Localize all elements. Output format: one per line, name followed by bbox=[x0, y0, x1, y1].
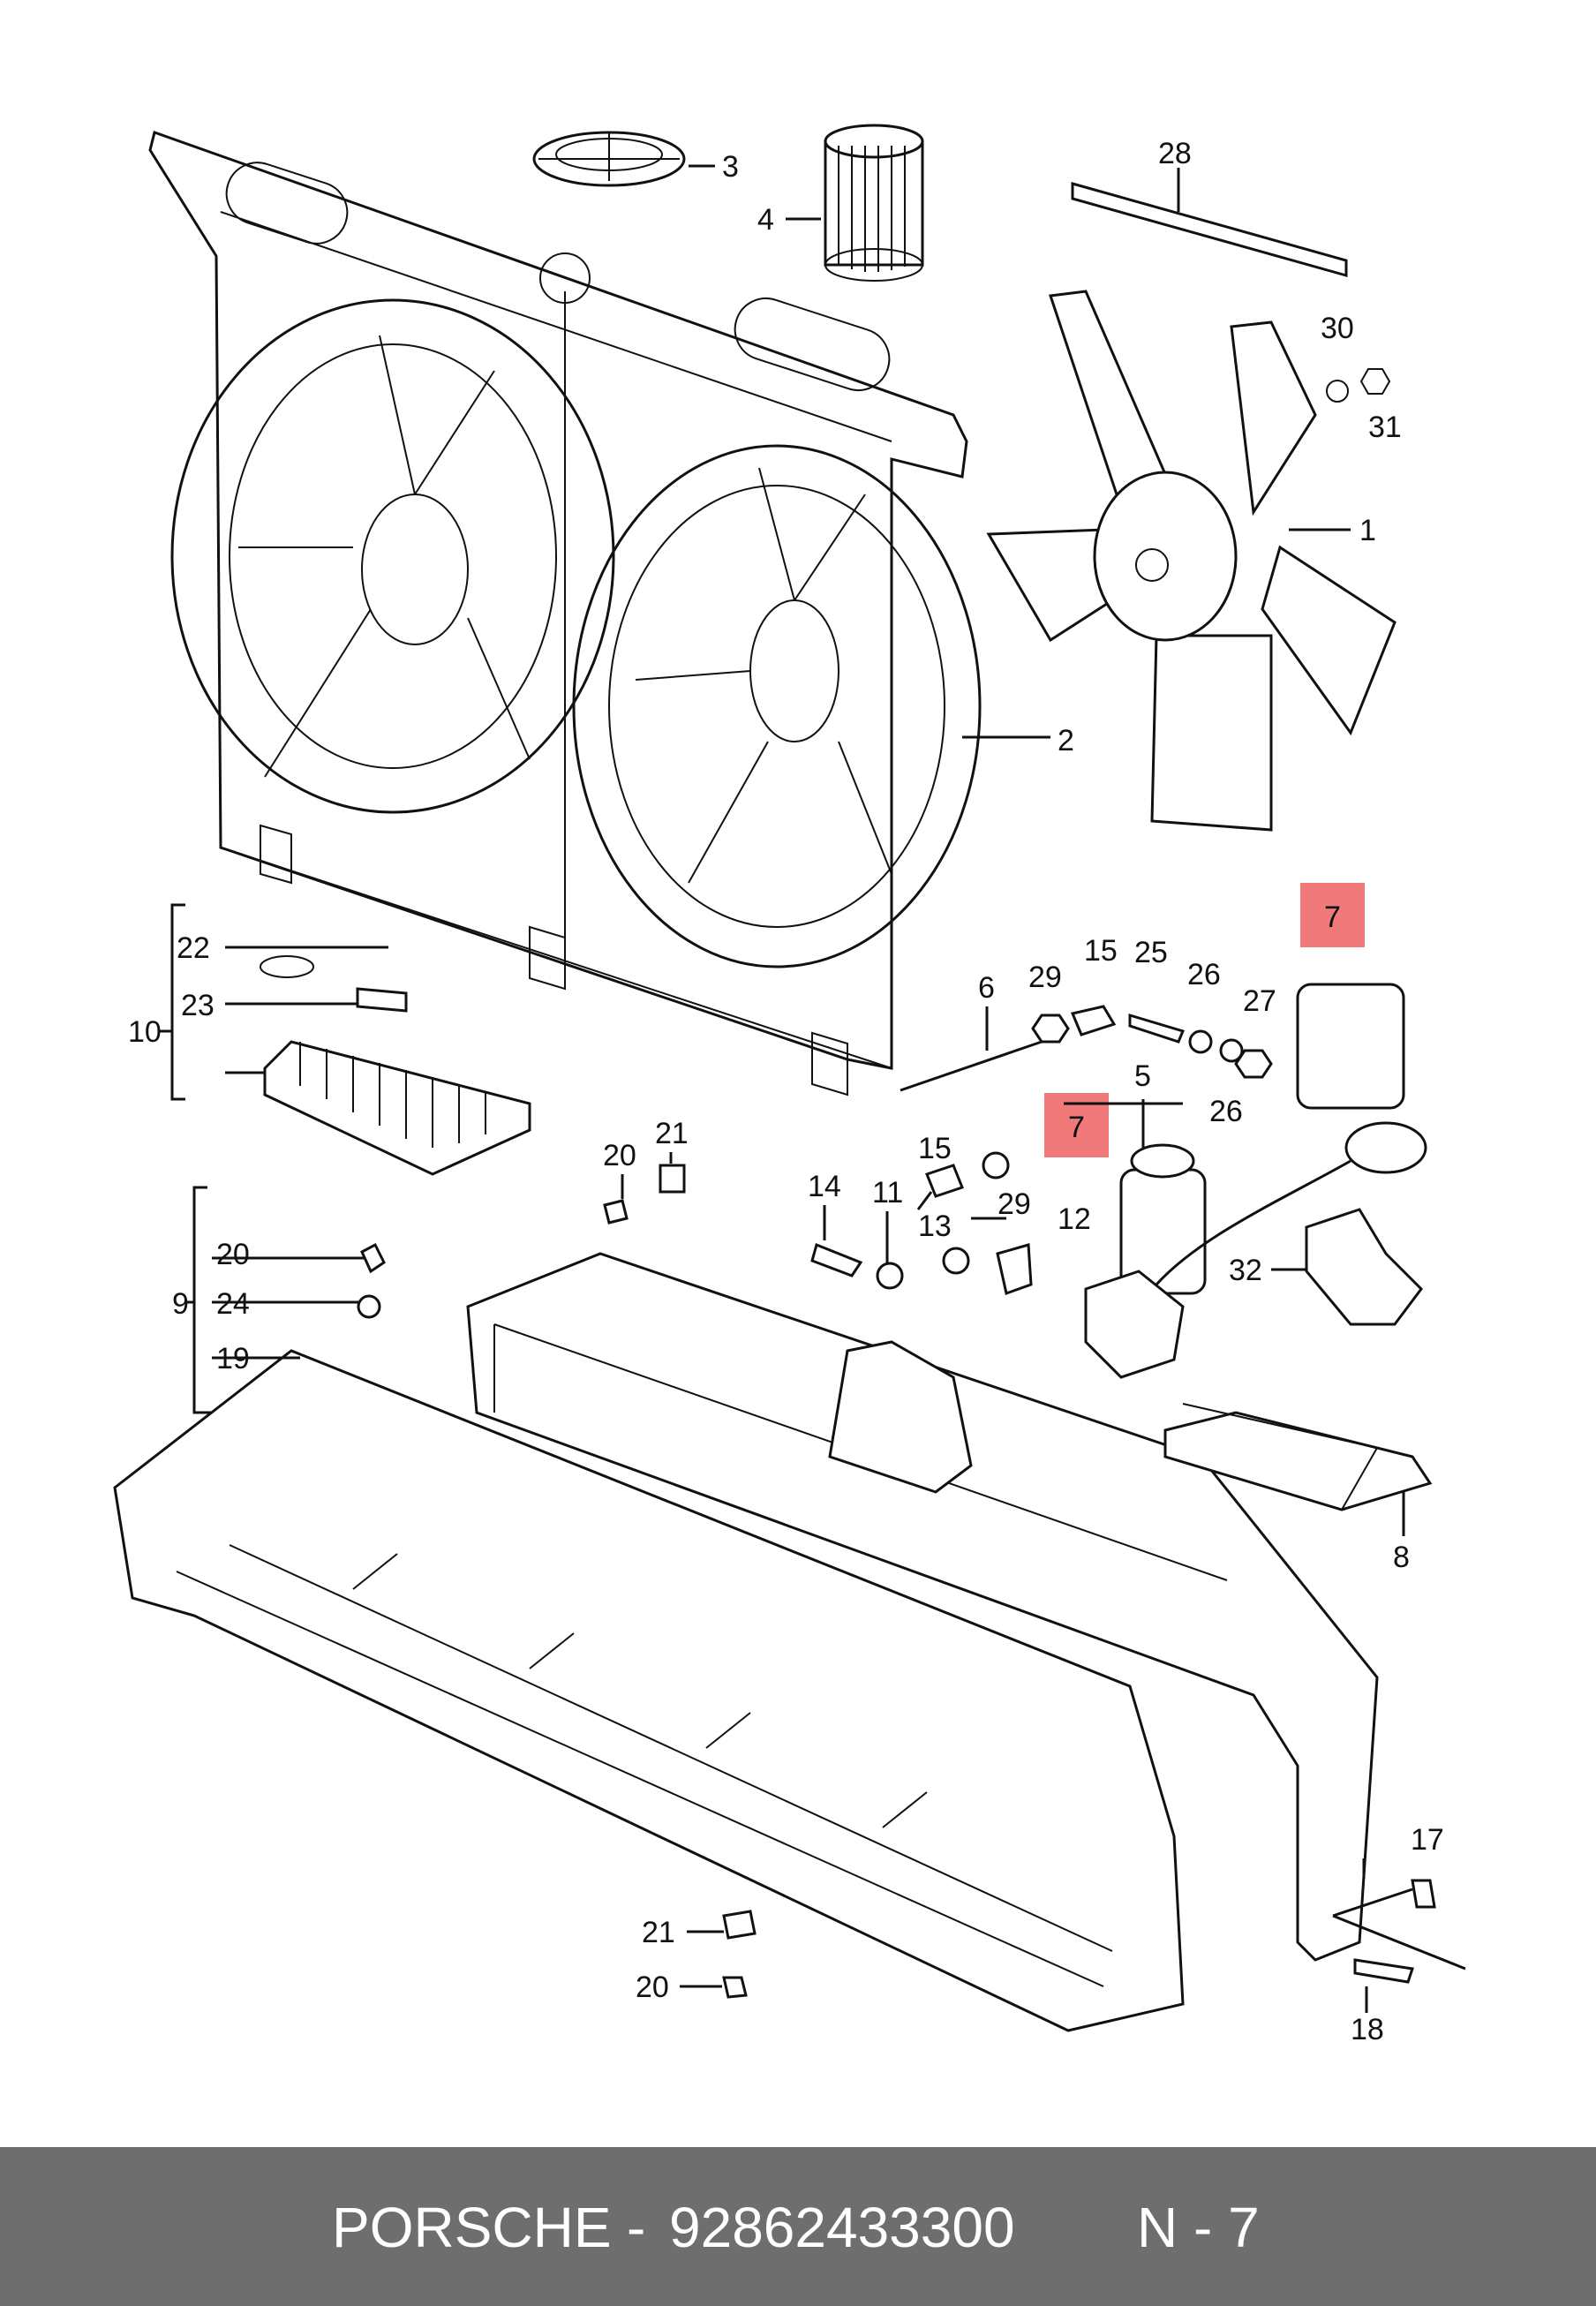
callout-5: 5 bbox=[1134, 1059, 1151, 1093]
callout-18: 18 bbox=[1351, 2013, 1384, 2046]
callout-15-mid: 15 bbox=[918, 1132, 952, 1165]
callout-3: 3 bbox=[722, 150, 739, 184]
callout-10: 10 bbox=[128, 1015, 162, 1049]
footer-diagram-ref: N - 7 bbox=[1137, 2196, 1260, 2259]
callout-13: 13 bbox=[918, 1210, 952, 1243]
callout-20-a: 20 bbox=[603, 1139, 636, 1172]
callout-32: 32 bbox=[1229, 1254, 1262, 1287]
callout-26-mid: 26 bbox=[1209, 1095, 1243, 1128]
footer-separator: - bbox=[627, 2196, 646, 2259]
callout-8: 8 bbox=[1393, 1541, 1410, 1574]
callout-27: 27 bbox=[1243, 984, 1276, 1018]
callout-25: 25 bbox=[1134, 936, 1168, 969]
footer-caption: PORSCHE - 92862433300 N - 7 bbox=[0, 2147, 1596, 2306]
callout-21-a: 21 bbox=[655, 1117, 689, 1150]
callout-22: 22 bbox=[177, 931, 210, 965]
cap-part-3 bbox=[532, 131, 715, 187]
callout-30: 30 bbox=[1321, 312, 1354, 345]
callout-15-top: 15 bbox=[1084, 934, 1118, 968]
callout-labels: 28 3 4 30 31 1 2 7 22 23 10 6 29 15 25 2… bbox=[128, 137, 1444, 2046]
callout-17: 17 bbox=[1411, 1823, 1444, 1857]
highlight-box-7-top bbox=[1300, 883, 1365, 947]
callout-21-b: 21 bbox=[642, 1916, 675, 1949]
callout-31: 31 bbox=[1368, 411, 1402, 444]
callout-20-b: 20 bbox=[216, 1238, 250, 1271]
leader-lines bbox=[621, 1099, 1368, 2013]
exploded-parts-diagram: 28 3 4 30 31 1 2 7 22 23 10 6 29 15 25 2… bbox=[113, 124, 1466, 2046]
small-hardware-group bbox=[357, 983, 1466, 1999]
air-duct-part-9 bbox=[113, 1186, 1379, 2032]
filter-part-4 bbox=[786, 124, 924, 282]
callout-2: 2 bbox=[1058, 724, 1074, 757]
callout-6: 6 bbox=[978, 971, 995, 1005]
callout-23: 23 bbox=[181, 989, 215, 1022]
callout-19: 19 bbox=[216, 1342, 250, 1375]
footer-brand: PORSCHE bbox=[332, 2196, 612, 2259]
callout-20-c: 20 bbox=[636, 1971, 669, 2004]
callout-1: 1 bbox=[1359, 514, 1376, 547]
callout-29-top: 29 bbox=[1028, 961, 1062, 994]
footer-part-number: 92862433300 bbox=[669, 2196, 1015, 2259]
fan-shroud-drawing bbox=[148, 131, 1050, 1096]
callout-12: 12 bbox=[1058, 1202, 1091, 1236]
callout-11: 11 bbox=[872, 1176, 903, 1210]
callout-4: 4 bbox=[757, 203, 774, 237]
callout-7-mid: 7 bbox=[1068, 1111, 1085, 1144]
callout-29-mid: 29 bbox=[998, 1187, 1031, 1221]
callout-7-top: 7 bbox=[1324, 901, 1341, 934]
box-part-8 bbox=[1163, 1403, 1433, 1536]
callout-24: 24 bbox=[216, 1287, 250, 1321]
callout-9: 9 bbox=[172, 1287, 189, 1321]
callout-28: 28 bbox=[1158, 137, 1192, 170]
callout-26-top: 26 bbox=[1187, 958, 1221, 991]
fan-part-1 bbox=[986, 290, 1396, 832]
control-unit-part-10 bbox=[159, 903, 531, 1176]
callout-14: 14 bbox=[808, 1170, 841, 1203]
strip-part-28 bbox=[1071, 168, 1348, 277]
